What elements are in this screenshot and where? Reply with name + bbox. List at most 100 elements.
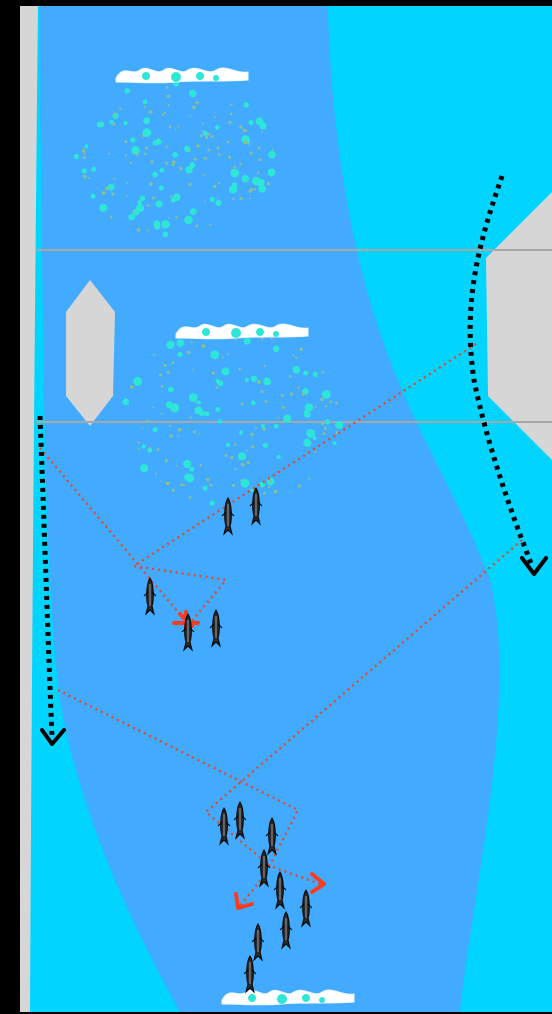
bubble bbox=[249, 120, 254, 125]
bubble bbox=[108, 153, 110, 155]
bubble bbox=[230, 456, 233, 459]
bubble bbox=[136, 153, 139, 156]
bubble bbox=[330, 400, 333, 403]
bubble bbox=[322, 390, 331, 399]
bubble bbox=[164, 112, 166, 114]
bubble bbox=[249, 198, 251, 200]
bubble bbox=[168, 217, 170, 219]
bubble bbox=[165, 162, 168, 165]
bubble bbox=[258, 185, 266, 193]
bubble bbox=[257, 380, 261, 384]
bubble bbox=[168, 387, 174, 393]
bubble bbox=[215, 125, 220, 130]
bubble bbox=[203, 174, 205, 176]
bubble bbox=[155, 473, 157, 475]
bubble bbox=[192, 369, 194, 371]
bubble bbox=[202, 122, 204, 124]
bubble bbox=[222, 367, 230, 375]
bubble bbox=[239, 125, 242, 128]
bubble bbox=[191, 341, 193, 343]
bubble bbox=[244, 141, 248, 145]
bubble bbox=[138, 442, 140, 444]
bubble bbox=[325, 405, 327, 407]
bubble bbox=[142, 444, 146, 448]
bubble bbox=[303, 371, 308, 376]
bubble bbox=[130, 162, 132, 164]
bubble bbox=[196, 144, 199, 147]
bubble bbox=[125, 154, 127, 156]
bubble bbox=[245, 130, 247, 132]
bubble bbox=[148, 112, 150, 114]
bubble bbox=[102, 191, 106, 195]
bubble bbox=[132, 211, 134, 213]
bubble bbox=[227, 353, 229, 355]
bubble bbox=[175, 128, 177, 130]
bubble bbox=[241, 463, 243, 465]
bubble bbox=[251, 445, 254, 448]
bubble bbox=[189, 90, 196, 97]
bubble bbox=[190, 416, 192, 418]
bubble bbox=[282, 406, 285, 409]
bubble bbox=[164, 364, 167, 367]
bubble bbox=[243, 102, 249, 108]
bubble bbox=[155, 200, 162, 207]
bubble bbox=[205, 136, 208, 139]
bubble bbox=[278, 417, 280, 419]
bubble bbox=[239, 431, 243, 435]
bubble bbox=[83, 153, 85, 155]
bubble bbox=[161, 220, 170, 229]
bubble bbox=[165, 459, 168, 462]
bubble bbox=[239, 368, 241, 370]
bubble bbox=[251, 401, 256, 406]
bubble bbox=[234, 468, 236, 470]
bubble bbox=[203, 486, 208, 491]
bubble bbox=[230, 103, 232, 105]
bubble bbox=[199, 410, 205, 416]
bubble bbox=[250, 188, 253, 191]
bubble bbox=[180, 483, 183, 486]
bubble bbox=[255, 427, 257, 429]
bubble bbox=[239, 197, 242, 200]
bubble bbox=[74, 154, 79, 159]
bubble bbox=[163, 231, 169, 237]
bubble bbox=[217, 197, 219, 199]
bubble bbox=[188, 183, 191, 186]
bubble bbox=[263, 378, 271, 386]
bubble bbox=[261, 424, 265, 428]
bubble bbox=[144, 106, 146, 108]
bubble bbox=[206, 478, 209, 481]
bubble bbox=[250, 152, 253, 155]
bubble bbox=[254, 188, 256, 190]
bubble bbox=[204, 411, 209, 416]
bubble bbox=[84, 144, 88, 148]
bubble bbox=[125, 140, 128, 143]
bubble bbox=[283, 415, 291, 423]
bubble bbox=[210, 501, 215, 506]
bubble bbox=[145, 147, 148, 150]
bubble bbox=[136, 204, 144, 212]
bubble bbox=[187, 351, 190, 354]
bubble bbox=[322, 371, 325, 374]
bubble bbox=[203, 131, 208, 136]
bubble bbox=[176, 465, 178, 467]
bubble bbox=[231, 169, 240, 178]
bubble bbox=[298, 485, 301, 488]
bubble bbox=[171, 198, 176, 203]
bubble bbox=[292, 354, 294, 356]
bubble bbox=[195, 224, 198, 227]
bubble bbox=[168, 104, 170, 106]
bubble bbox=[267, 182, 270, 185]
bubble bbox=[152, 406, 154, 408]
bubble bbox=[147, 204, 150, 207]
bubble bbox=[212, 372, 215, 375]
bubble bbox=[261, 390, 264, 393]
bubble bbox=[184, 216, 193, 225]
bubble bbox=[159, 186, 164, 191]
bubble bbox=[167, 371, 170, 374]
bubble bbox=[177, 339, 185, 347]
bubble bbox=[192, 106, 195, 109]
bubble bbox=[197, 400, 201, 404]
bubble bbox=[293, 366, 301, 374]
bubble bbox=[196, 101, 199, 104]
bubble bbox=[189, 116, 191, 118]
